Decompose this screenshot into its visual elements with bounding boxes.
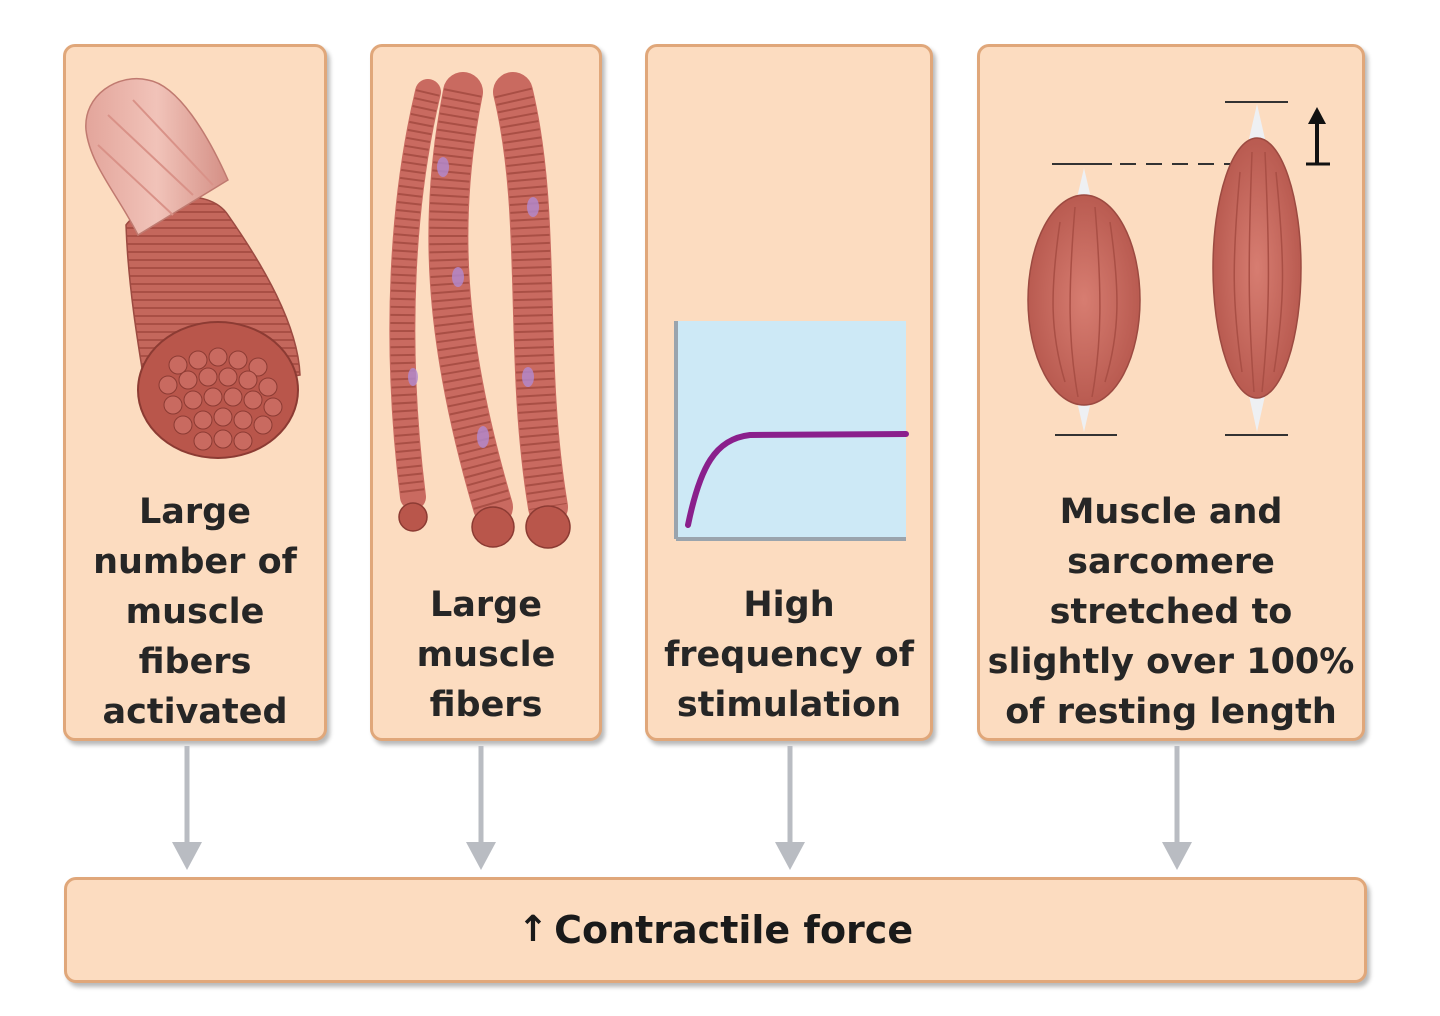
result-panel <box>64 877 1367 983</box>
arrow-down-icon <box>172 746 202 870</box>
stretched-muscle-icon <box>1027 101 1330 436</box>
increase-arrow-icon: ↑ <box>517 909 549 950</box>
muscle-fascicle-icon <box>85 78 301 459</box>
panel-high-frequency: High frequency of stimulation <box>645 44 933 741</box>
caption-large-fibers: Large muscle fibers <box>416 585 556 725</box>
caption-fibers-activated: Large number of muscle fibers activated <box>93 492 297 732</box>
arrow-down-icon <box>466 746 496 870</box>
tetanus-graph-icon <box>674 321 909 541</box>
caption-high-frequency: High frequency of stimulation <box>664 585 914 725</box>
muscle-fibers-icon <box>389 72 571 549</box>
caption-stretched: Muscle and sarcomere stretched to slight… <box>987 492 1355 732</box>
result-label-group: ↑ Contractile force <box>64 877 1367 983</box>
arrow-down-icon <box>1162 746 1192 870</box>
panel-fibers-activated: Large number of muscle fibers activated <box>63 44 327 741</box>
panel-large-fibers: Large muscle fibers <box>370 44 602 741</box>
result-label: Contractile force <box>554 908 914 952</box>
arrow-down-icon <box>775 746 805 870</box>
panel-stretched: Muscle and sarcomere stretched to slight… <box>977 44 1365 741</box>
